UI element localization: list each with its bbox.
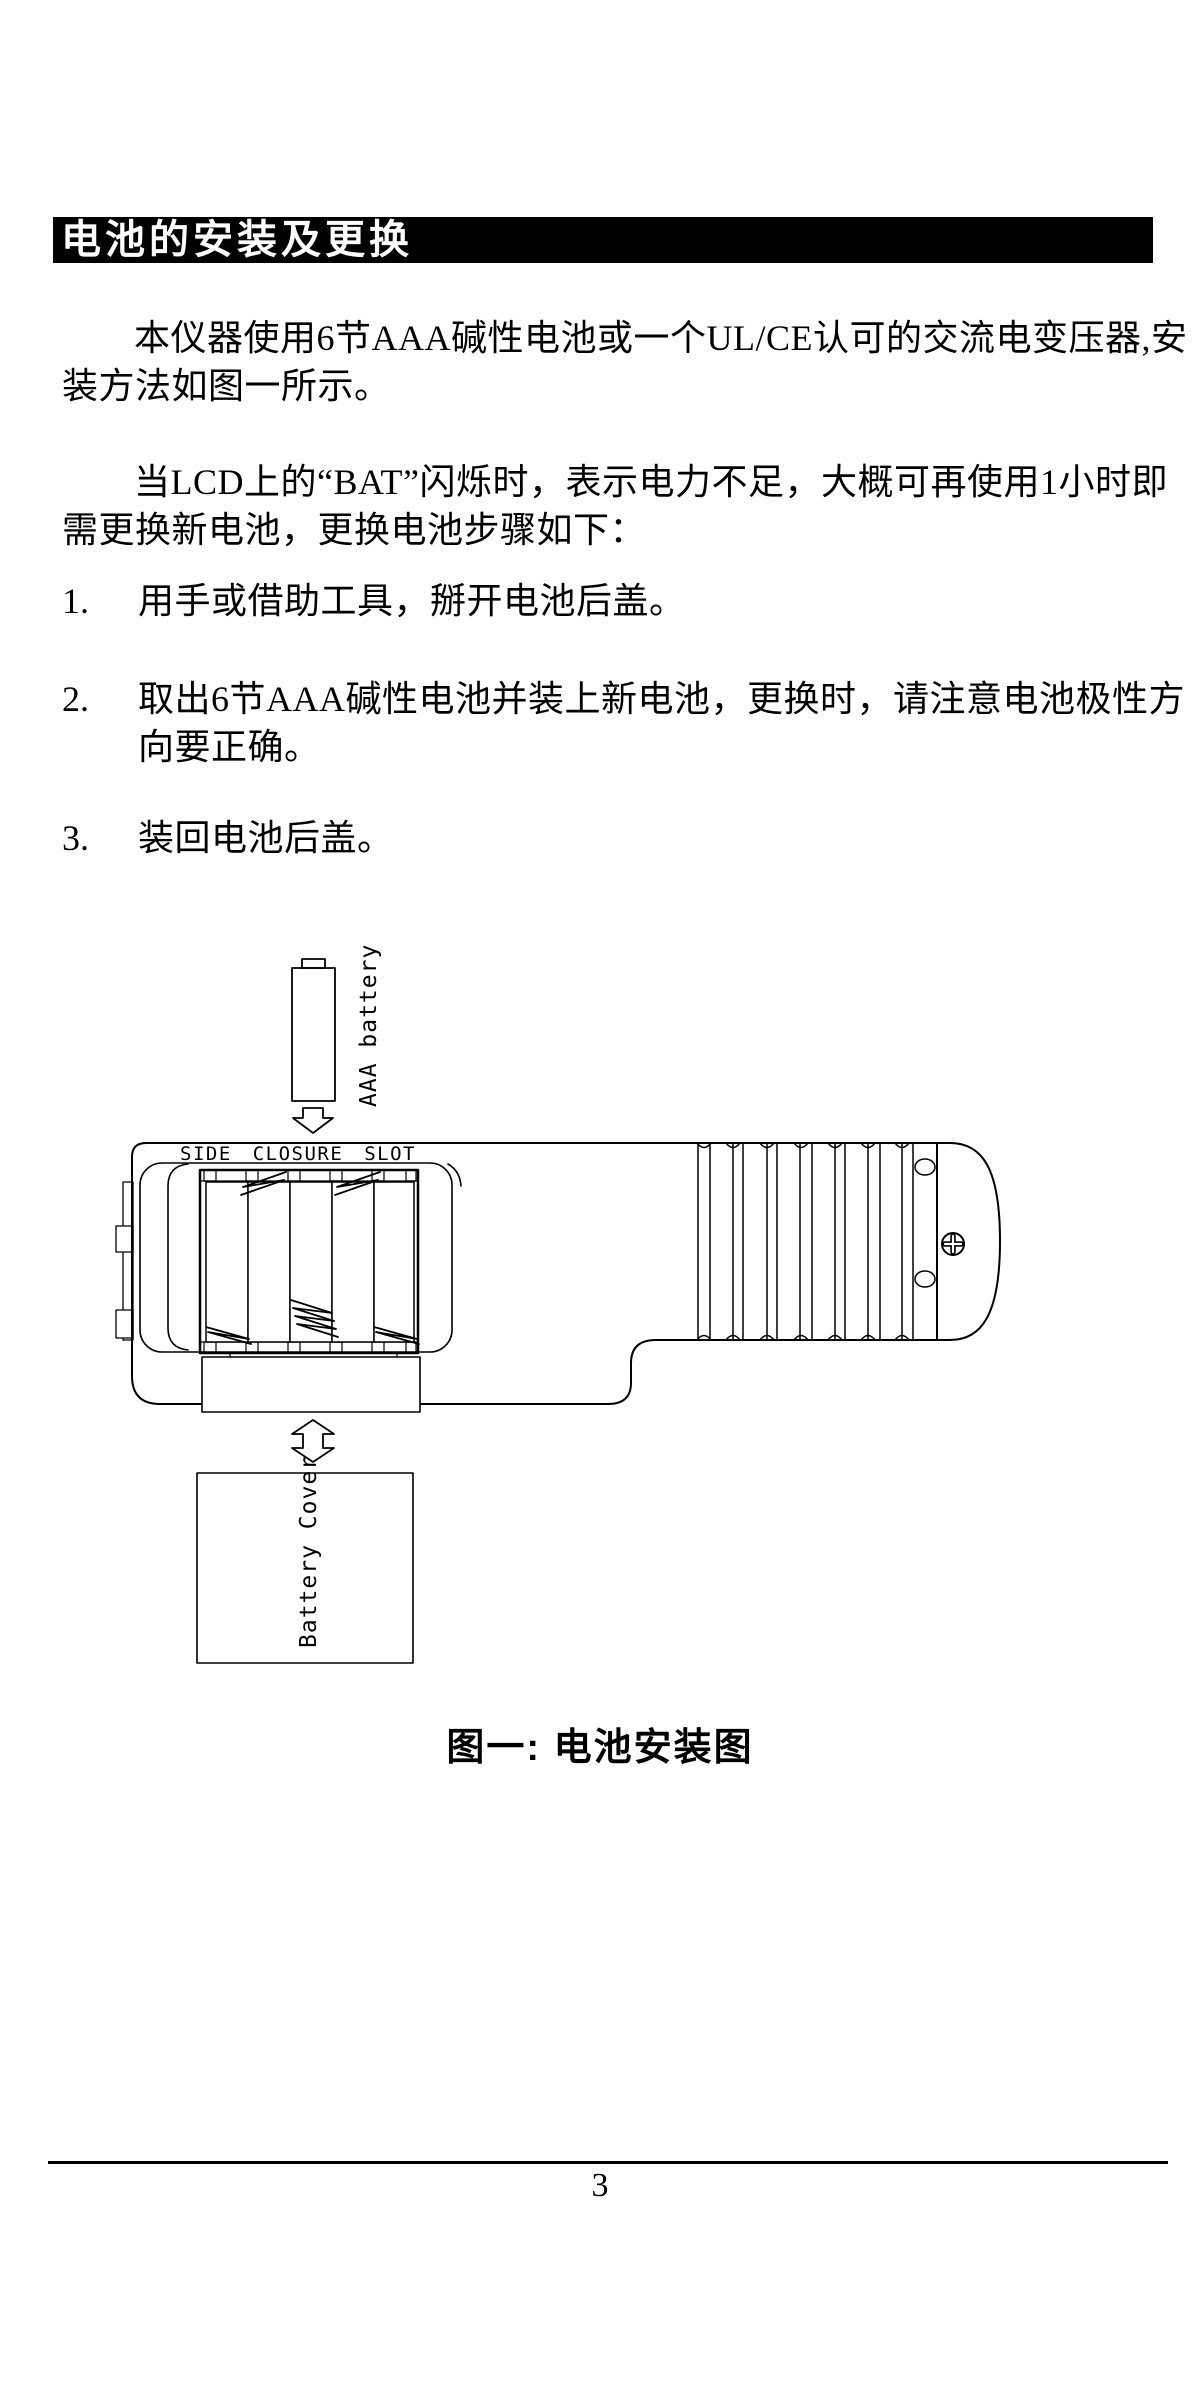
battery-installation-figure: AAA battery <box>115 944 1001 1664</box>
device-outline <box>131 1142 1001 1405</box>
body-text-line: 需更换新电池，更换电池步骤如下： <box>62 510 647 550</box>
battery-cover-box <box>196 1472 414 1664</box>
side-closure-slot-label: SIDE CLOSURE SLOT <box>180 1143 416 1165</box>
section-title-bar: 电池的安装及更换 <box>53 217 1153 263</box>
step-text: 用手或借助工具，掰开电池后盖。 <box>138 581 686 621</box>
battery-cover-label: Battery Cover <box>296 1455 322 1648</box>
step-text: 装回电池后盖。 <box>138 818 394 858</box>
double-arrow-icon <box>291 1419 335 1463</box>
body-text-line: 装方法如图一所示。 <box>62 366 391 406</box>
down-arrow-icon <box>292 1107 334 1134</box>
handle-ribs <box>696 1142 914 1341</box>
footer-rule <box>48 2161 1168 2164</box>
step-text: 取出6节AAA碱性电池并装上新电池，更换时，请注意电池极性方 <box>138 679 1185 719</box>
cover-slot-protrusion <box>201 1356 421 1413</box>
protrusion-ticks <box>229 1352 398 1358</box>
step-number: 1. <box>62 581 89 621</box>
aaa-battery-icon <box>291 958 336 1102</box>
side-clips <box>115 1181 134 1341</box>
body-text-line: 本仪器使用6节AAA碱性电池或一个UL/CE认可的交流电变压器,安 <box>134 318 1188 358</box>
battery-cells <box>205 1181 415 1343</box>
step-number: 3. <box>62 818 89 858</box>
section-title: 电池的安装及更换 <box>61 217 413 262</box>
recess-wall <box>167 1163 462 1351</box>
step-text: 向要正确。 <box>138 727 321 767</box>
end-cap-holes <box>914 1158 936 1288</box>
spring-icon <box>205 1171 420 1345</box>
aaa-battery-label: AAA battery <box>356 944 382 1107</box>
screw-icon <box>941 1232 965 1256</box>
body-text-line: 当LCD上的“BAT”闪烁时，表示电力不足，大概可再使用1小时即 <box>134 462 1168 502</box>
step-number: 2. <box>62 679 89 719</box>
figure-caption: 图一: 电池安装图 <box>446 1727 754 1769</box>
battery-compartment <box>198 1168 420 1355</box>
page-number: 3 <box>591 2167 609 2204</box>
